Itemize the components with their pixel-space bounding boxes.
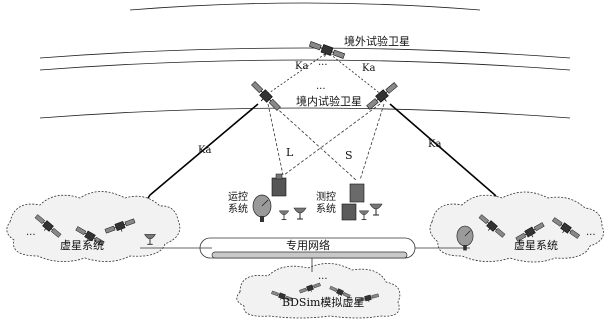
- ka-right-label: Ka: [428, 140, 441, 150]
- building-icon: [350, 184, 364, 202]
- building-icon: [342, 204, 356, 220]
- ops-control-line1: 运控: [224, 192, 252, 204]
- ellipsis-left: ...: [26, 228, 36, 238]
- building-icon: [272, 178, 286, 196]
- right-system-label: 虚星系统: [514, 240, 558, 251]
- ka-top-right-label: Ka: [362, 64, 375, 74]
- dish-antenna-icon: [370, 204, 382, 215]
- ellipsis-top: ...: [318, 58, 328, 68]
- bdsim-label: BDSim模拟虚星: [282, 297, 364, 308]
- l-link-b: [272, 104, 356, 180]
- dish-antenna-icon: [359, 211, 369, 220]
- dish-antenna-icon: [279, 211, 289, 220]
- private-network-label: 专用网络: [286, 240, 330, 251]
- ops-control-line2: 系统: [224, 204, 252, 216]
- ellipsis-right: ...: [586, 228, 596, 238]
- domestic-satellite-label: 境内试验卫星: [296, 96, 362, 107]
- s-link-b: [360, 104, 384, 180]
- dish-antenna-icon: [253, 195, 271, 222]
- band-l-label: L: [286, 147, 293, 158]
- inner-orbit-arc-2: [40, 108, 570, 118]
- dish-antenna-icon: [294, 208, 306, 219]
- l-link-a: [268, 104, 283, 175]
- ellipsis-bottom: ...: [318, 272, 328, 282]
- outer-orbit-arc-1: [130, 3, 480, 10]
- ka-top-left-label: Ka: [295, 62, 308, 72]
- ops-control-label: 运控 系统: [224, 192, 252, 216]
- building-icon: [276, 174, 282, 179]
- band-s-label: S: [345, 150, 353, 161]
- left-system-label: 虚星系统: [60, 240, 104, 251]
- private-network-bar: [212, 252, 407, 258]
- ttc-line2: 系统: [312, 204, 340, 216]
- ttc-line1: 测控: [312, 192, 340, 204]
- outer-orbit-arc-2: [40, 48, 570, 58]
- foreign-satellite-label: 境外试验卫星: [344, 36, 410, 47]
- s-link-a: [284, 104, 380, 175]
- ttc-label: 测控 系统: [312, 192, 340, 216]
- ellipsis-mid: ...: [316, 82, 326, 92]
- ka-left-label: Ka: [198, 146, 211, 156]
